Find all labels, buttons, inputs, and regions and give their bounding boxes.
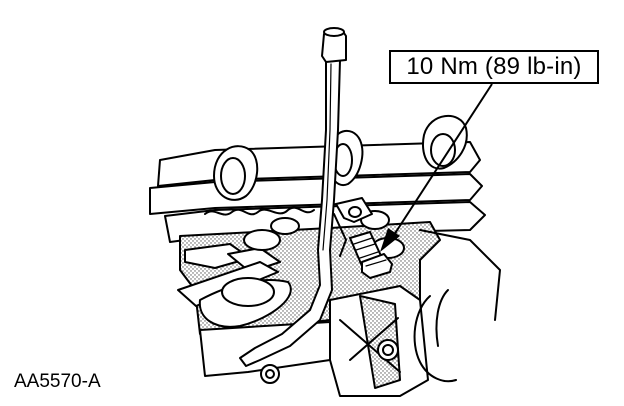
bracket-bolt	[349, 231, 393, 279]
torque-leader-arrow	[380, 83, 493, 252]
gasket-edge	[204, 206, 315, 216]
dipstick-cap	[321, 27, 347, 63]
dipstick-bracket	[333, 197, 373, 257]
figure-id-label: AA5570-A	[14, 371, 101, 392]
camshaft-lobes	[213, 114, 468, 201]
lower-bolts	[260, 339, 399, 384]
dipstick-tube	[239, 59, 341, 367]
torque-callout-label: 10 Nm (89 lb-in)	[389, 50, 599, 84]
